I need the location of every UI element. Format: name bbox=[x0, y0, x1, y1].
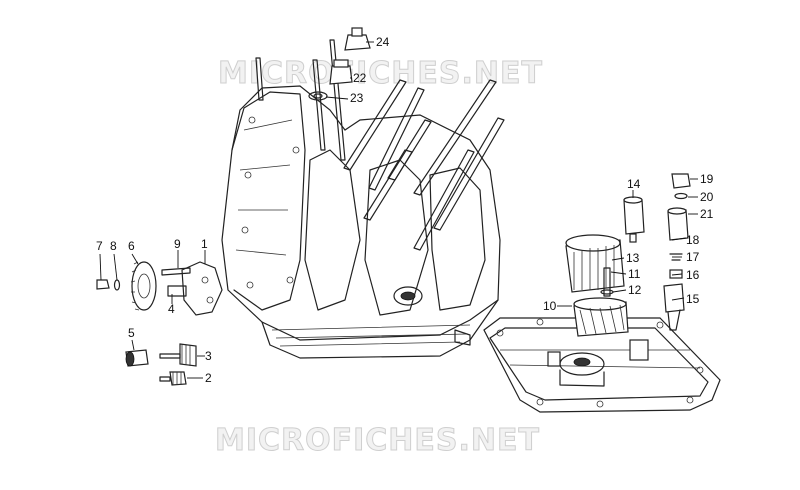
cylinder-studs bbox=[255, 39, 505, 251]
callout-7: 7 bbox=[96, 239, 103, 253]
callout-5: 5 bbox=[128, 326, 135, 340]
relief-valve-assembly bbox=[663, 173, 691, 331]
callout-2: 2 bbox=[205, 371, 212, 385]
watermark-top: MICROFICHES.NET bbox=[218, 56, 543, 91]
oil-filter-assembly bbox=[565, 196, 645, 337]
callout-6: 6 bbox=[128, 239, 135, 253]
callout-17: 17 bbox=[686, 250, 700, 264]
crankcase-drawing bbox=[221, 85, 501, 359]
callout-12: 12 bbox=[628, 283, 642, 297]
callout-10: 10 bbox=[543, 299, 557, 313]
callout-1: 1 bbox=[201, 237, 208, 251]
callout-14: 14 bbox=[627, 177, 641, 191]
callout-9: 9 bbox=[174, 237, 181, 251]
callout-13: 13 bbox=[626, 251, 640, 265]
callout-8: 8 bbox=[110, 239, 117, 253]
callout-20: 20 bbox=[700, 190, 714, 204]
callout-24: 24 bbox=[376, 35, 390, 49]
callout-16: 16 bbox=[686, 268, 700, 282]
leader-lines bbox=[99, 41, 698, 379]
callout-15: 15 bbox=[686, 292, 700, 306]
oil-pump-assembly bbox=[96, 261, 223, 386]
oil-pressure-sender bbox=[308, 27, 371, 101]
callout-3: 3 bbox=[205, 349, 212, 363]
callout-labels: 1 2 3 4 5 6 7 8 9 10 11 12 13 14 15 16 1… bbox=[96, 35, 714, 385]
oil-sump bbox=[483, 317, 721, 413]
callout-22: 22 bbox=[353, 71, 367, 85]
callout-18: 18 bbox=[686, 233, 700, 247]
callout-21: 21 bbox=[700, 207, 714, 221]
callout-19: 19 bbox=[700, 172, 714, 186]
callout-4: 4 bbox=[168, 302, 175, 316]
callout-11: 11 bbox=[628, 267, 641, 281]
callout-23: 23 bbox=[350, 91, 364, 105]
watermark-bottom: MICROFICHES.NET bbox=[215, 423, 540, 458]
